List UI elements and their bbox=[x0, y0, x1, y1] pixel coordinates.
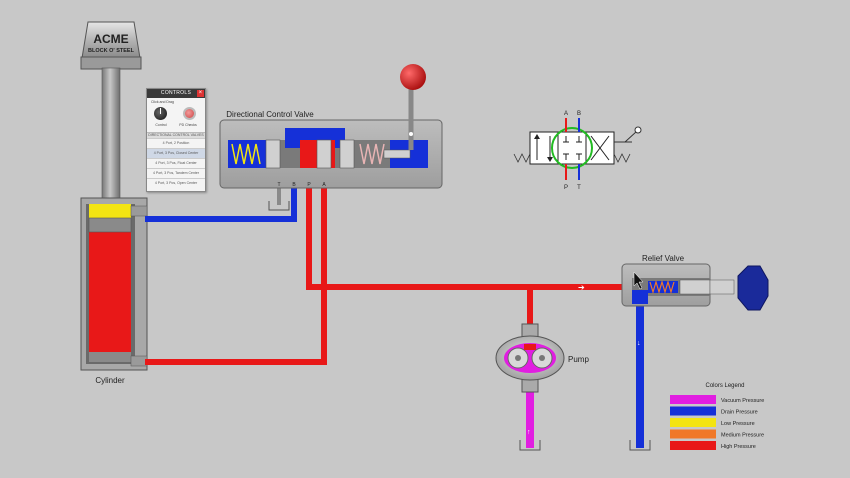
mouse-cursor-icon bbox=[633, 271, 644, 290]
legend-title: Colors Legend bbox=[705, 383, 744, 389]
port-p-label: P bbox=[307, 182, 311, 188]
legend-swatch bbox=[670, 429, 716, 439]
controls-title: CONTROLS bbox=[160, 90, 192, 96]
pump bbox=[495, 323, 565, 393]
controls-hint: Click and Drag bbox=[151, 100, 174, 104]
cylinder bbox=[80, 197, 148, 371]
flow-arrow-up: ↑ bbox=[527, 429, 531, 436]
legend-swatch bbox=[670, 406, 716, 416]
legend-label: High Pressure bbox=[721, 444, 756, 450]
legend-label: Drain Pressure bbox=[721, 410, 758, 416]
relief-adjust-handle[interactable] bbox=[737, 265, 769, 311]
controls-section-title: DIRECTIONAL CONTROL VALVES bbox=[147, 132, 205, 138]
close-icon[interactable]: × bbox=[197, 90, 204, 97]
legend-swatch bbox=[670, 395, 716, 404]
acme-weight: ACME BLOCK O' STEEL bbox=[80, 21, 142, 70]
port-b-label: B bbox=[292, 182, 296, 188]
symbol-p-label: P bbox=[564, 185, 568, 191]
controls-header: CONTROLS × bbox=[147, 89, 205, 98]
pd-checks-knob-icon[interactable] bbox=[183, 107, 196, 120]
lever-knob-icon[interactable] bbox=[400, 64, 426, 90]
legend-swatch bbox=[670, 418, 716, 427]
relief-label: Relief Valve bbox=[642, 254, 685, 263]
dcv-label: Directional Control Valve bbox=[226, 110, 314, 119]
legend-swatch bbox=[670, 441, 716, 450]
knob1-label: Control bbox=[155, 123, 167, 127]
brand-tagline: BLOCK O' STEEL bbox=[88, 48, 135, 54]
symbol-a-label: A bbox=[564, 111, 568, 117]
symbol-t-label: T bbox=[577, 185, 581, 191]
knob-row: Control PD Checks bbox=[147, 104, 205, 132]
knob2-label: PD Checks bbox=[179, 123, 197, 127]
valve-option[interactable]: 4 Port, 2 Position bbox=[147, 138, 205, 148]
controls-panel: CONTROLS × Click and Drag Control PD Che… bbox=[146, 88, 206, 192]
brand-name: ACME bbox=[93, 32, 128, 46]
port-a-label: A bbox=[322, 182, 326, 188]
valve-option[interactable]: 4 Port, 3 Pos, Closed Center bbox=[147, 148, 205, 158]
cylinder-label: Cylinder bbox=[95, 376, 125, 385]
pipes bbox=[145, 150, 644, 448]
control-knob-icon[interactable] bbox=[154, 107, 167, 120]
pump-label: Pump bbox=[568, 355, 589, 364]
tank-symbols bbox=[268, 201, 651, 451]
flow-arrow-right: ➔ bbox=[578, 283, 585, 292]
flow-arrow-down: ↓ bbox=[637, 340, 641, 347]
legend-label: Medium Pressure bbox=[721, 433, 764, 439]
directional-control-valve: T B P A bbox=[219, 119, 443, 189]
valve-option[interactable]: 4 Port, 3 Pos, Open Center bbox=[147, 178, 205, 188]
valve-lever[interactable] bbox=[400, 64, 426, 150]
relief-valve bbox=[621, 263, 735, 307]
dcv-iso-symbol: A B P T bbox=[513, 111, 642, 191]
legend-label: Vacuum Pressure bbox=[721, 398, 764, 404]
symbol-b-label: B bbox=[577, 111, 581, 117]
port-t-label: T bbox=[277, 182, 280, 188]
valve-option[interactable]: 4 Port, 3 Pos, Float Center bbox=[147, 158, 205, 168]
valve-option[interactable]: 4 Port, 3 Pos, Tandem Center bbox=[147, 168, 205, 178]
legend-label: Low Pressure bbox=[721, 421, 755, 427]
